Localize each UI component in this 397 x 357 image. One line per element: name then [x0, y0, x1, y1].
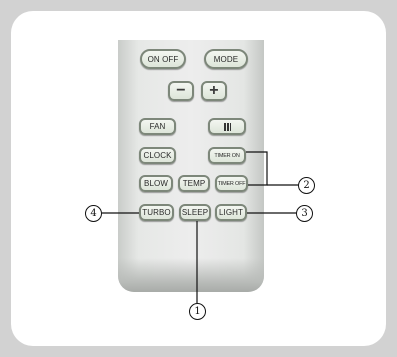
- blow-button[interactable]: BLOW: [139, 175, 173, 192]
- callout-3: 3: [296, 205, 313, 222]
- fan-button[interactable]: FAN: [139, 118, 176, 135]
- swing-icon: [223, 122, 231, 131]
- temp-button[interactable]: TEMP: [178, 175, 210, 192]
- clock-button[interactable]: CLOCK: [139, 147, 176, 164]
- light-button[interactable]: LIGHT: [215, 204, 247, 221]
- callout-2: 2: [298, 177, 315, 194]
- leader-line-2: [246, 151, 268, 186]
- timer-off-button[interactable]: TIMER OFF: [215, 175, 248, 192]
- minus-button[interactable]: −: [168, 81, 194, 101]
- plus-button[interactable]: +: [201, 81, 227, 101]
- timer-on-button[interactable]: TIMER ON: [208, 147, 246, 164]
- on-off-button[interactable]: ON OFF: [140, 49, 186, 69]
- callout-4: 4: [85, 205, 102, 222]
- remote-control-bottom: [118, 258, 264, 292]
- swing-button[interactable]: [208, 118, 246, 135]
- mode-button[interactable]: MODE: [204, 49, 248, 69]
- turbo-button[interactable]: TURBO: [139, 204, 174, 221]
- callout-1: 1: [189, 303, 206, 320]
- sleep-button[interactable]: SLEEP: [179, 204, 211, 221]
